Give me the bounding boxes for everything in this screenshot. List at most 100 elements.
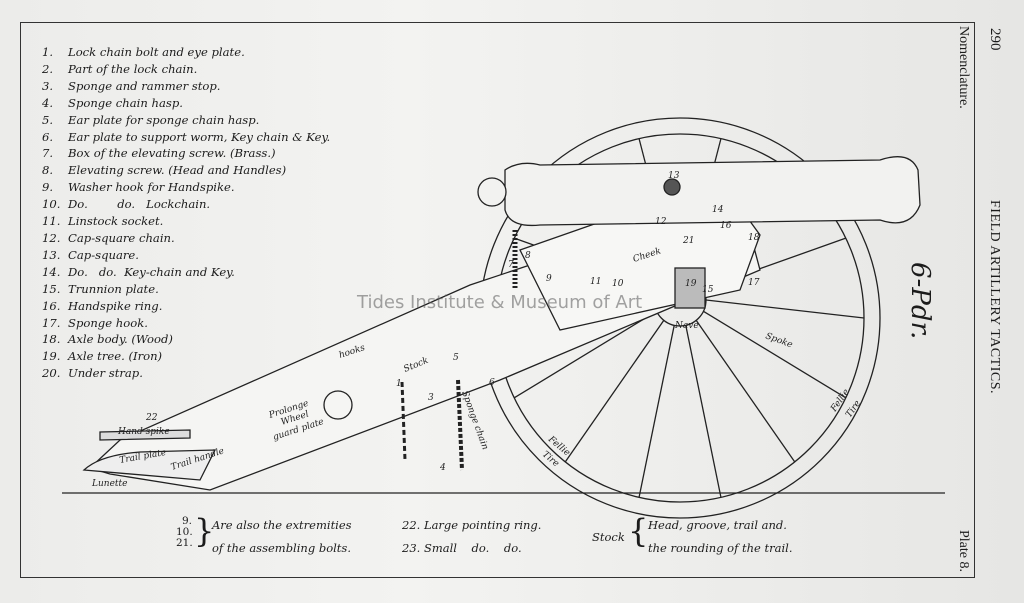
wheel-spoke [703, 310, 847, 399]
label-tire-left: Tire [540, 450, 561, 470]
section-title: Nomenclature. [956, 26, 971, 109]
cascabel-knob [477, 177, 507, 207]
part-number: 14 [712, 205, 724, 215]
bolt-number: 21. [176, 537, 193, 549]
bolts-line-2: of the assembling bolts. [212, 541, 351, 555]
legend-item: 3. Sponge and rammer stop. [42, 78, 330, 95]
legend-number: 6. [42, 129, 54, 144]
legend-text: Cap-square. [68, 247, 139, 262]
legend-number: 13. [42, 247, 61, 262]
label-tire-right: Tire [844, 399, 863, 420]
sponge-chain [456, 379, 464, 471]
legend-number: 16. [42, 298, 61, 313]
legend-number: 12. [42, 230, 61, 245]
part-number: 19 [685, 279, 697, 289]
label-spoke: Spoke [764, 331, 794, 350]
legend-text: Part of the lock chain. [68, 61, 198, 76]
legend-number: 2. [42, 61, 54, 76]
wheel-spoke [705, 299, 865, 319]
part-number: 13 [668, 171, 680, 181]
handspike [99, 429, 191, 441]
legend-text: Ear plate to support worm, Key chain & K… [68, 129, 331, 144]
watermark: Tides Institute & Museum of Art [357, 292, 643, 313]
legend-number: 14. [42, 264, 61, 279]
part-number: 3 [428, 393, 434, 403]
legend-number: 8. [42, 163, 54, 178]
axle-body [674, 267, 706, 309]
legend-item: 9. Washer hook for Handspike. [42, 179, 330, 196]
legend-text: Ear plate for sponge chain hasp. [68, 112, 260, 127]
part-number: 15 [702, 285, 714, 295]
legend-item: 20. Under strap. [42, 365, 330, 382]
wheel-guard-plate [323, 390, 353, 420]
legend-text: Sponge chain hasp. [68, 95, 183, 110]
legend-text: Axle body. (Wood) [68, 332, 173, 347]
cap-square [663, 178, 681, 196]
legend-item: 15. Trunnion plate. [42, 281, 330, 298]
legend-number: 1. [42, 45, 54, 59]
legend-number: 20. [42, 366, 61, 381]
legend-number: 4. [42, 95, 54, 110]
brace-icon: { [628, 512, 649, 550]
gun-barrel [504, 156, 921, 227]
brace-icon: } [194, 512, 215, 550]
legend-item: 6. Ear plate to support worm, Key chain &… [42, 129, 330, 146]
legend-text: Box of the elevating screw. (Brass.) [68, 146, 276, 161]
part-number: 1 [396, 379, 402, 389]
label-lunette: Lunette [91, 479, 127, 489]
legend-number: 5. [42, 112, 54, 127]
legend-text: Lock chain bolt and eye plate. [68, 45, 245, 59]
part-number: 5 [453, 353, 459, 363]
stock-line-1: Head, groove, trail and. [648, 518, 787, 532]
legend-number: 10. [42, 197, 61, 212]
legend-item: 2. Part of the lock chain. [42, 61, 330, 78]
part-number: 4 [439, 463, 446, 473]
legend-number: 18. [42, 332, 61, 347]
legend-text: Trunnion plate. [68, 281, 159, 296]
ring-line-2: 23. Small do. do. [402, 541, 522, 555]
wheel-spoke [513, 310, 657, 399]
legend-text: Cap-square chain. [68, 230, 175, 245]
wheel-spoke [638, 325, 675, 498]
legend-text: Do. do. Key-chain and Key. [68, 264, 235, 279]
wheel-spoke [564, 319, 665, 463]
plate-number: Plate 8. [956, 530, 971, 572]
legend-text: Axle tree. (Iron) [68, 349, 163, 364]
legend-text: Under strap. [68, 366, 143, 381]
part-number: 7 [508, 260, 514, 270]
legend-item: 18. Axle body. (Wood) [42, 331, 330, 348]
part-number: 21 [682, 236, 694, 246]
legend-number: 11. [42, 214, 61, 229]
legend-item: 7.Box of the elevating screw. (Brass.) [42, 145, 330, 162]
label-sponge-chain: Sponge chain [459, 390, 490, 452]
part-number: 22 [145, 413, 158, 423]
legend-text: Sponge and rammer stop. [68, 78, 221, 93]
part-number: 10 [612, 279, 624, 289]
wheel-spoke [685, 325, 722, 498]
legend-text: Washer hook for Handspike. [68, 180, 235, 195]
bolt-numbers: 9. 10. 21. [176, 516, 193, 549]
legend-text: Linstock socket. [68, 214, 164, 229]
part-number: 6 [489, 378, 495, 388]
legend-number: 15. [42, 281, 61, 296]
legend-item: 17. Sponge hook. [42, 315, 330, 332]
part-number: 9 [546, 274, 552, 284]
label-hand-spike: Hand spike [117, 427, 170, 437]
legend-item: 4. Sponge chain hasp. [42, 95, 330, 112]
trail-end [82, 449, 217, 481]
legend-number: 9. [42, 180, 54, 195]
legend-item: 1. Lock chain bolt and eye plate. [42, 44, 330, 61]
legend-item: 14. Do. do. Key-chain and Key. [42, 264, 330, 281]
legend-item: 5. Ear plate for sponge chain hasp. [42, 112, 330, 129]
legend-item: 16.Handspike ring. [42, 298, 330, 315]
legend-item: 11. Linstock socket. [42, 213, 330, 230]
legend-text: Sponge hook. [68, 315, 148, 330]
legend-number: 3. [42, 78, 54, 93]
running-title: FIELD ARTILLERY TACTICS. [987, 200, 1002, 394]
legend-number: 19. [42, 349, 61, 364]
lock-chain [400, 381, 407, 461]
part-number: 16 [720, 221, 732, 231]
legend-number: 17. [42, 315, 61, 330]
legend-item: 8.Elevating screw. (Head and Handles) [42, 162, 330, 179]
